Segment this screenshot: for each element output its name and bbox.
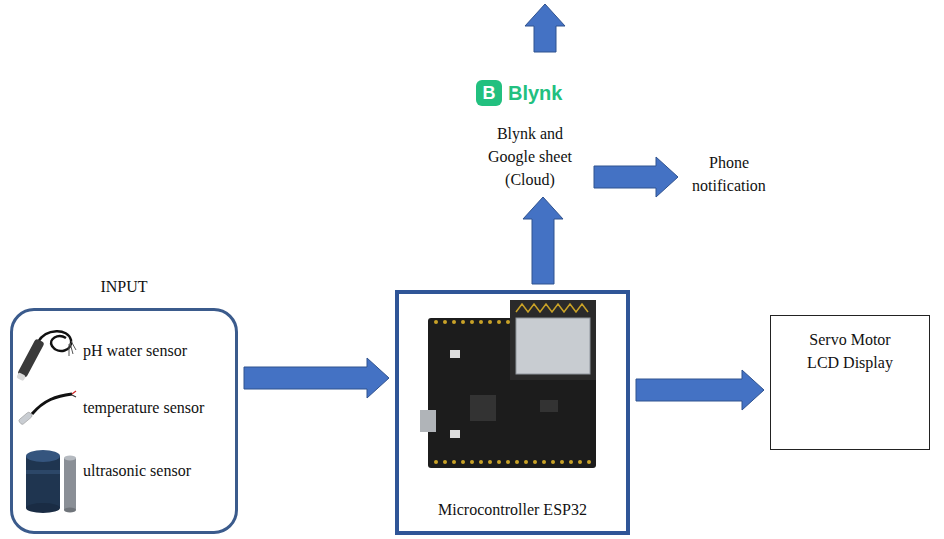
block-arrow: [525, 4, 565, 52]
temperature-sensor-icon: [18, 391, 76, 425]
sensor-item: pH water sensor: [83, 340, 233, 362]
output-label: LCD Display: [771, 351, 929, 374]
ph-sensor-icon: [15, 331, 76, 382]
block-arrow: [523, 197, 563, 284]
notification-target: Phone notification: [684, 151, 774, 197]
block-arrow: [244, 358, 389, 398]
sensor-label: ultrasonic sensor: [83, 460, 233, 482]
target-label: Phone notification: [684, 151, 774, 197]
sensor-item: temperature sensor: [83, 397, 233, 419]
ultrasonic-sensor-icon: [26, 450, 76, 513]
group-heading: INPUT: [13, 278, 235, 296]
logo-square: [476, 80, 502, 106]
output-box: Servo MotorLCD Display: [770, 315, 930, 450]
logo-letter: B: [476, 80, 502, 106]
box-label: Microcontroller ESP32: [399, 501, 626, 519]
sensor-item: ultrasonic sensor: [83, 460, 233, 482]
sensor-label: pH water sensor: [83, 340, 233, 362]
service-label: Blynk and Google sheet (Cloud): [480, 122, 580, 191]
block-arrow: [636, 370, 764, 410]
input-group-box: INPUTpH water sensortemperature sensorul…: [10, 308, 238, 534]
microcontroller-box: Microcontroller ESP32: [395, 290, 630, 535]
block-arrow: [594, 157, 678, 197]
output-label: Servo Motor: [771, 328, 929, 351]
esp32-board-picture: [420, 300, 596, 468]
sensor-label: temperature sensor: [83, 397, 233, 419]
